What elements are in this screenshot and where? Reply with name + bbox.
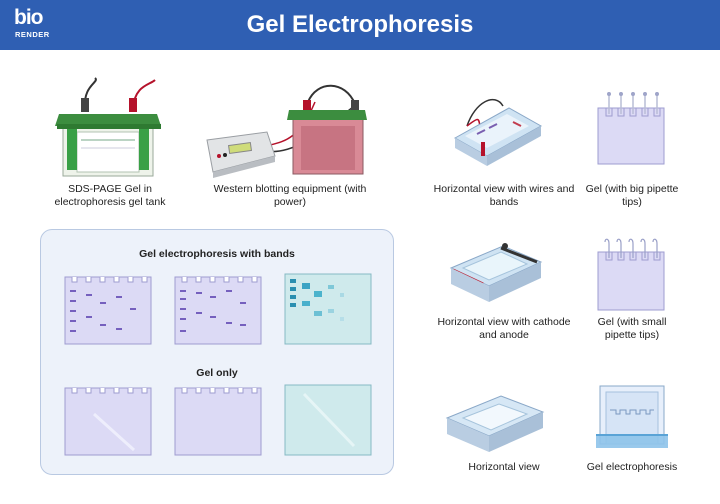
sds-page-tank-caption: SDS-PAGE Gel in electrophoresis gel tank	[54, 183, 166, 208]
western-blotting-caption: Western blotting equipment (with power)	[213, 183, 367, 208]
western-blotting-illustration	[206, 84, 367, 178]
page-title: Gel Electrophoresis	[246, 11, 474, 38]
horizontal-view-caption: Horizontal view	[468, 461, 540, 473]
horizontal-wires-illustration	[453, 99, 543, 166]
plain-gel-2	[174, 387, 262, 456]
gel-small-tips-illustration	[597, 238, 665, 311]
horizontal-wires-caption: Horizontal view with wires and bands	[433, 183, 575, 208]
gel-electrophoresis-illustration	[596, 385, 668, 448]
banded-gel-2	[174, 276, 262, 345]
horizontal-view-illustration	[445, 395, 545, 452]
horizontal-cathode-caption: Horizontal view with cathode and anode	[437, 316, 571, 341]
header-bar	[0, 0, 720, 50]
biorender-logo: bio RENDER	[14, 7, 54, 43]
horizontal-cathode-illustration	[449, 243, 543, 302]
gel-small-tips-caption: Gel (with small pipette tips)	[597, 316, 667, 341]
gel-only-title: Gel only	[196, 367, 238, 379]
logo-main-text: bio	[14, 6, 43, 29]
gel-electrophoresis-caption: Gel electrophoresis	[586, 461, 678, 473]
banded-gel-1	[64, 276, 152, 345]
gel-big-tips-illustration	[597, 92, 665, 165]
plain-gel-1	[64, 387, 152, 456]
logo-sub-text: RENDER	[15, 30, 50, 39]
banded-gel-3	[284, 273, 372, 345]
gel-big-tips-caption: Gel (with big pipette tips)	[585, 183, 679, 208]
sds-page-tank-illustration	[55, 77, 161, 177]
gel-bands-title: Gel electrophoresis with bands	[139, 248, 295, 260]
plain-gel-3	[284, 384, 372, 456]
